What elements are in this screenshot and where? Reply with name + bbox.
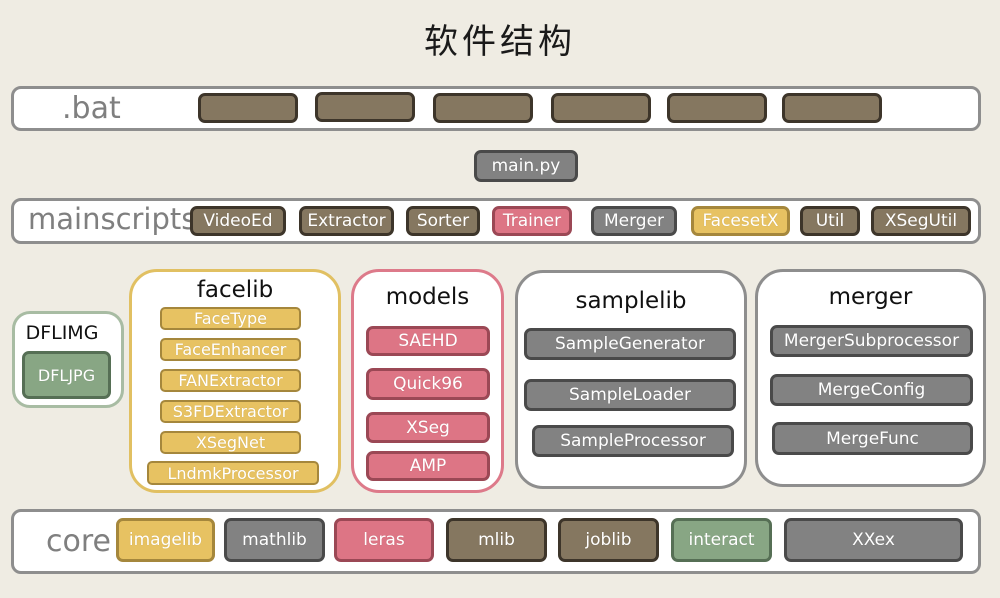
models-amp: AMP xyxy=(366,451,490,481)
samplelib-sampleloader: SampleLoader xyxy=(524,379,736,411)
mainscripts-facesetx: FacesetX xyxy=(691,206,790,236)
bat-label: .bat xyxy=(62,91,121,126)
samplelib-title: samplelib xyxy=(575,288,687,314)
facelib-faceenhancer: FaceEnhancer xyxy=(160,338,301,361)
models-saehd: SAEHD xyxy=(366,326,490,356)
samplelib-samplegenerator: SampleGenerator xyxy=(524,328,736,360)
core-leras: leras xyxy=(334,518,434,562)
bat-chip-3 xyxy=(433,93,533,123)
facelib-s3fdextractor: S3FDExtractor xyxy=(160,400,301,423)
merger-title: merger xyxy=(828,284,913,310)
mainscripts-trainer: Trainer xyxy=(492,206,572,236)
mainscripts-xsegutil: XSegUtil xyxy=(871,206,971,236)
bat-chip-4 xyxy=(551,93,651,123)
models-xseg: XSeg xyxy=(366,412,490,443)
facelib-facetype: FaceType xyxy=(160,307,301,330)
core-joblib: joblib xyxy=(558,518,659,562)
models-quick96: Quick96 xyxy=(366,368,490,400)
samplelib-sampleprocessor: SampleProcessor xyxy=(532,425,734,457)
mainscripts-extractor: Extractor xyxy=(299,206,394,236)
mainscripts-util: Util xyxy=(800,206,860,236)
bat-chip-2 xyxy=(315,92,415,122)
bat-chip-1 xyxy=(198,93,298,123)
facelib-xsegnet: XSegNet xyxy=(160,431,301,454)
core-xxex: XXex xyxy=(784,518,963,562)
core-mlib: mlib xyxy=(446,518,547,562)
core-label: core xyxy=(46,524,111,559)
diagram-title: 软件结构 xyxy=(424,22,576,62)
facelib-fanextractor: FANExtractor xyxy=(160,369,301,392)
merger-mergeconfig: MergeConfig xyxy=(770,374,973,406)
mainscripts-label: mainscripts xyxy=(28,202,197,236)
mainscripts-merger: Merger xyxy=(591,206,677,236)
mainscripts-sorter: Sorter xyxy=(406,206,480,236)
models-title: models xyxy=(385,284,470,310)
dflimg-title: DFLIMG xyxy=(25,322,99,344)
bat-chip-6 xyxy=(782,93,882,123)
core-imagelib: imagelib xyxy=(116,518,215,562)
facelib-lndmkprocessor: LndmkProcessor xyxy=(147,461,319,485)
mainscripts-videoed: VideoEd xyxy=(190,206,286,236)
main-py-box: main.py xyxy=(474,150,578,182)
bat-chip-5 xyxy=(667,93,767,123)
core-mathlib: mathlib xyxy=(224,518,325,562)
merger-mergersubprocessor: MergerSubprocessor xyxy=(770,325,973,357)
merger-mergefunc: MergeFunc xyxy=(772,422,973,455)
dflimg-dfljpg: DFLJPG xyxy=(22,351,111,399)
facelib-title: facelib xyxy=(196,277,274,303)
core-interact: interact xyxy=(671,518,772,562)
